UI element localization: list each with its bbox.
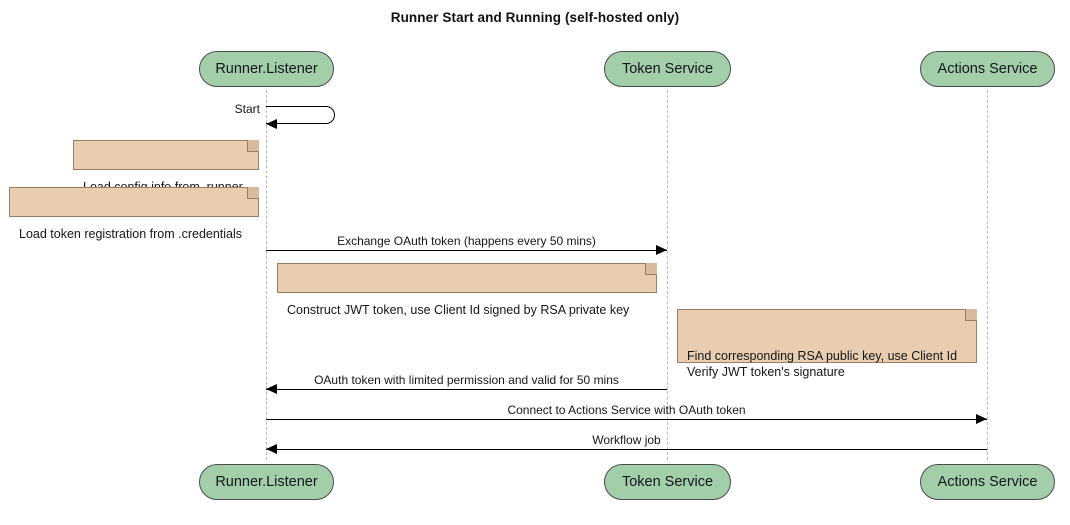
participant-label: Runner.Listener — [215, 474, 318, 490]
participant-label: Token Service — [621, 474, 714, 490]
note-fold-icon — [247, 140, 259, 152]
self-message-label-start: Start — [234, 102, 260, 116]
participant-token-bottom[interactable]: Token Service — [604, 464, 731, 500]
message-arrowhead-connect-actions — [976, 414, 987, 424]
note-text: Find corresponding RSA public key, use C… — [687, 349, 958, 379]
participant-actions-top[interactable]: Actions Service — [920, 51, 1055, 87]
self-message-loop-start — [266, 106, 335, 124]
message-label-workflow-job: Workflow job — [592, 433, 661, 447]
lifeline-actions — [987, 90, 988, 460]
message-line-oauth-token-reply — [266, 389, 667, 390]
participant-label: Actions Service — [937, 61, 1038, 77]
message-label-oauth-token-reply: OAuth token with limited permission and … — [314, 373, 619, 387]
message-line-workflow-job — [266, 449, 987, 450]
note-verify-jwt: Find corresponding RSA public key, use C… — [677, 309, 977, 379]
self-message-arrowhead-start — [266, 119, 277, 129]
message-arrowhead-workflow-job — [266, 444, 277, 454]
lifeline-token — [667, 90, 668, 460]
message-arrowhead-exchange-oauth — [656, 245, 667, 255]
note-text: Load token registration from .credential… — [19, 227, 243, 241]
participant-runner-top[interactable]: Runner.Listener — [199, 51, 334, 87]
note-fold-icon — [645, 263, 657, 275]
lifeline-runner — [266, 90, 267, 460]
note-construct-jwt: Construct JWT token, use Client Id signe… — [277, 263, 657, 317]
note-load-token-registration: Load token registration from .credential… — [9, 187, 259, 241]
participant-label: Actions Service — [937, 474, 1038, 490]
participant-label: Token Service — [621, 61, 714, 77]
page-title: Runner Start and Running (self-hosted on… — [390, 10, 680, 25]
message-arrowhead-oauth-token-reply — [266, 384, 277, 394]
message-label-exchange-oauth: Exchange OAuth token (happens every 50 m… — [337, 234, 596, 248]
message-line-exchange-oauth — [266, 250, 667, 251]
participant-actions-bottom[interactable]: Actions Service — [920, 464, 1055, 500]
note-fold-icon — [965, 309, 977, 321]
participant-label: Runner.Listener — [215, 61, 318, 77]
participant-runner-bottom[interactable]: Runner.Listener — [199, 464, 334, 500]
note-fold-icon — [247, 187, 259, 199]
note-text: Construct JWT token, use Client Id signe… — [287, 303, 630, 317]
message-label-connect-actions: Connect to Actions Service with OAuth to… — [507, 403, 746, 417]
participant-token-top[interactable]: Token Service — [604, 51, 731, 87]
message-line-connect-actions — [266, 419, 987, 420]
note-load-config: Load config info from .runner — [73, 140, 259, 194]
